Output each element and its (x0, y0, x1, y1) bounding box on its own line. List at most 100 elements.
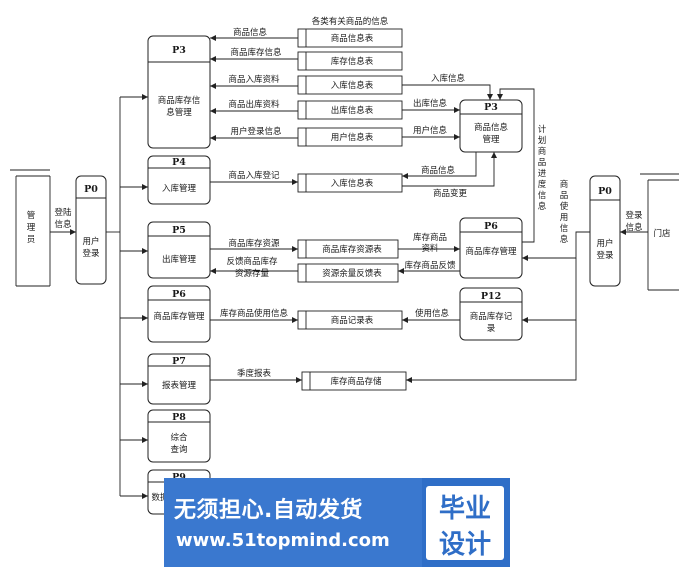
process-name-line2: 登录 (82, 248, 100, 259)
flow-in-info (402, 84, 493, 100)
store-feedback: 资源余量反馈表 (297, 263, 399, 283)
flow-label-usage-5: 信 (560, 223, 569, 234)
banner-badge: 毕业 设计 (426, 486, 504, 560)
process-name-line1: 用户 (82, 236, 99, 247)
flow-label: 库存商品反馈 (404, 260, 456, 271)
flow-label-usage-2: 品 (560, 191, 569, 201)
flow-label-usage-6: 息 (560, 234, 569, 245)
process-name: 商品库存管理 (465, 246, 517, 257)
store-label: 入库信息表 (331, 178, 374, 189)
store-label: 门店 (653, 228, 671, 239)
process-name-line2: 息管理 (166, 107, 192, 118)
admin-label-3: 员 (27, 235, 36, 245)
process-p0-login-right: P0 用户 登录 (589, 175, 621, 287)
process-id: P5 (172, 225, 186, 236)
flow-label-stock-data-2: 资料 (421, 243, 439, 254)
store-record: 商品记录表 (297, 310, 403, 330)
flow-label: 商品信息 (233, 27, 268, 38)
store-in-info-2: 入库信息表 (297, 173, 403, 193)
flow-label: 库存商品使用信息 (220, 308, 289, 319)
flow-label-usage-4: 用 (560, 213, 569, 223)
store-label: 商品记录表 (331, 315, 374, 326)
flow-right-to-storage (406, 320, 577, 383)
process-name-line1: 用户 (596, 238, 613, 249)
store-out-info: 出库信息表 (297, 100, 403, 120)
flow-label: 出库信息 (413, 98, 448, 109)
process-id: P0 (598, 186, 612, 197)
flow-label: 商品库存信息 (230, 47, 282, 58)
process-id: P7 (172, 356, 186, 367)
flow-label-login-right-1: 登录 (625, 210, 643, 221)
flow-goods-change (402, 152, 497, 187)
store-resource: 商品库存资源表 (297, 239, 399, 259)
store-stock-info: 库存信息表 (297, 51, 403, 71)
process-p12-stock-record: P12 商品库存记 录 (459, 287, 523, 341)
flow-right-to-p12 (522, 258, 577, 323)
process-name-line1: 商品库存记 (470, 311, 513, 322)
process-name-line1: 商品库存信 (158, 95, 201, 106)
flow-label-login-left-2: 信息 (54, 219, 72, 230)
process-p4-inbound: P4 入库管理 (147, 155, 211, 205)
watermark-banner[interactable]: 无须担心.自动发货 www.51topmind.com 毕业 设计 (164, 478, 510, 567)
badge-line2: 设计 (438, 530, 491, 560)
stores-header: 各类有关商品的信息 (312, 16, 389, 27)
process-name-line2: 查询 (170, 444, 187, 455)
flow-label: 商品信息 (421, 165, 456, 176)
flow-label-feedback-1: 反馈商品库存 (226, 256, 278, 267)
admin-label-2: 理 (27, 223, 36, 233)
process-id: P6 (484, 221, 498, 232)
flow-label-plan-2: 划 (538, 135, 547, 146)
process-p6-stock-left: P6 商品库存管理 (147, 285, 211, 343)
process-p3-goods-info: P3 商品信息 管理 (459, 99, 523, 153)
flow-label: 商品入库资料 (228, 74, 280, 85)
process-id: P9 (172, 472, 186, 483)
process-id: P3 (172, 45, 186, 56)
flow-label-usage-3: 使 (560, 201, 569, 212)
process-id: P3 (484, 102, 498, 113)
flow-label: 用户信息 (413, 125, 448, 136)
process-p8-query: P8 综合 查询 (147, 409, 211, 463)
process-name: 报表管理 (162, 380, 197, 391)
store-label: 库存信息表 (331, 56, 374, 67)
badge-line1: 毕业 (438, 494, 491, 524)
store-label: 入库信息表 (331, 80, 374, 91)
entity-admin: 管 理 员 (10, 169, 51, 287)
flow-label-stock-data-1: 库存商品 (413, 232, 447, 243)
store-label: 商品信息表 (331, 33, 374, 44)
flow-label: 用户登录信息 (230, 126, 282, 137)
store-storage: 库存商品存储 (301, 371, 407, 391)
flow-label-usage-1: 商 (560, 179, 569, 190)
banner-site-url[interactable]: www.51topmind.com (176, 530, 390, 551)
flow-label: 商品库存资源 (228, 238, 280, 249)
flow-label-feedback-2: 资源存量 (235, 268, 270, 279)
process-id: P0 (84, 184, 98, 195)
flow-label-plan-1: 计 (538, 124, 547, 135)
flow-label: 商品出库资料 (228, 99, 280, 110)
process-name: 数据 (151, 492, 169, 503)
store-label: 用户信息表 (331, 132, 374, 143)
flow-label-plan-3: 商 (538, 146, 547, 157)
store-goods-info: 商品信息表 (297, 28, 403, 48)
process-name: 出库管理 (162, 254, 197, 265)
flow-label-plan-4: 品 (538, 158, 547, 168)
entity-store: 门店 (640, 173, 679, 291)
process-id: P4 (172, 157, 186, 168)
banner-left-panel: 无须担心.自动发货 www.51topmind.com (164, 478, 422, 567)
flow-label-plan-7: 信 (538, 190, 547, 201)
process-p7-reports: P7 报表管理 (147, 353, 211, 405)
process-name-line2: 登录 (596, 250, 614, 261)
flow-label: 商品变更 (433, 188, 468, 199)
process-p3-stock-info: P3 商品库存信 息管理 (147, 35, 211, 149)
flow-usage (522, 231, 590, 261)
process-name-line2: 录 (487, 324, 496, 334)
flow-label-plan-6: 度 (538, 179, 547, 190)
store-label: 库存商品存储 (330, 376, 382, 387)
process-p5-outbound: P5 出库管理 (147, 221, 211, 279)
flow-label: 季度报表 (237, 368, 272, 379)
admin-label-1: 管 (27, 210, 36, 221)
process-p0-login-left: P0 用户 登录 (75, 175, 107, 285)
store-label: 出库信息表 (331, 105, 374, 116)
process-name-line2: 管理 (482, 134, 500, 145)
flow-label-plan-8: 息 (538, 201, 547, 212)
